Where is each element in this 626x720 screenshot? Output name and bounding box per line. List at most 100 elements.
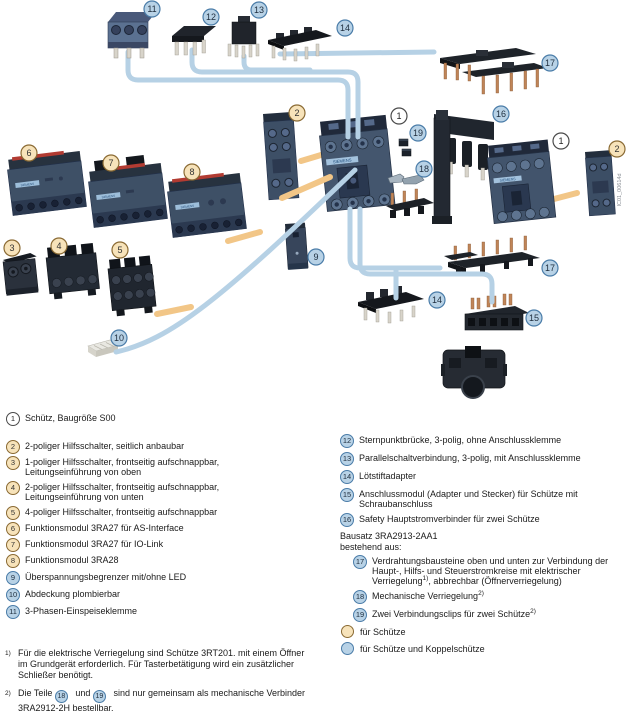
legend-text-7: Funktionsmodul 3RA27 für IO-Link <box>25 539 164 549</box>
svg-text:2: 2 <box>614 144 619 154</box>
legend-text-4: 2-poliger Hilfsschalter, frontseitig auf… <box>25 482 220 502</box>
legend-text-9: Überspannungsbegrenzer mit/ohne LED <box>25 572 187 582</box>
legend-item-12: 12 Sternpunktbrücke, 3-polig, ohne Anschl… <box>340 434 620 448</box>
svg-text:1: 1 <box>558 136 563 146</box>
contactor-right-brand: SIEMENS <box>499 177 516 183</box>
connector-lines-blue <box>125 47 437 123</box>
legend-badge-15: 15 <box>340 488 354 502</box>
legend-badge-12: 12 <box>340 434 354 448</box>
legend-text-10: Abdeckung plombierbar <box>25 589 121 599</box>
legend-text-8: Funktionsmodul 3RA28 <box>25 555 119 565</box>
legend-text-14: Lötstiftadapter <box>359 471 417 481</box>
svg-text:17: 17 <box>545 263 555 273</box>
component-wiring-comb-17-bottom <box>444 235 540 275</box>
watermark-text: IC01_00614d <box>617 173 623 206</box>
footnote-2-pre: Die Teile <box>18 688 53 698</box>
module-8-brand: SIEMENS <box>180 204 194 210</box>
module-7-brand: SIEMENS <box>101 194 115 200</box>
component-feeder-terminal-11 <box>107 12 156 59</box>
kit-item-19-sup: 2) <box>530 608 536 615</box>
line-cover-to-contactor <box>113 167 358 355</box>
kit-item-17-sup: 1) <box>422 575 429 582</box>
component-adapter-15 <box>464 293 529 331</box>
component-parallel-link-13 <box>227 16 260 59</box>
line-from-terminal-11 <box>125 49 351 123</box>
legend-badge-2: 2 <box>6 440 20 454</box>
callout-18: 18 <box>415 160 433 178</box>
callout-4: 4 <box>50 237 68 255</box>
legend-badge-7: 7 <box>6 538 20 552</box>
legend-badge-14: 14 <box>340 470 354 484</box>
callout-7: 7 <box>102 154 120 172</box>
legend-badge-6: 6 <box>6 522 20 536</box>
component-wiring-comb-17-top <box>440 48 548 95</box>
component-wiring-comb-lower <box>386 188 434 218</box>
color-key: für Schütze für Schütze und Koppelschütz… <box>341 625 485 660</box>
callout-16: 16 <box>492 105 510 123</box>
color-key-orange: für Schütze <box>341 625 485 638</box>
callout-14-top: 14 <box>336 19 354 37</box>
svg-text:18: 18 <box>419 164 429 174</box>
connector-lines-blue-overlay <box>113 109 495 355</box>
color-key-orange-label: für Schütze <box>360 627 406 637</box>
callout-8: 8 <box>183 163 201 181</box>
svg-text:11: 11 <box>147 4 156 14</box>
legend-badge-3: 3 <box>6 456 20 470</box>
legend-badge-13: 13 <box>340 452 354 466</box>
callout-17-top: 17 <box>541 54 559 72</box>
callout-14-bottom: 14 <box>428 291 446 309</box>
color-key-blue: für Schütze und Koppelschütze <box>341 642 485 655</box>
svg-text:17: 17 <box>545 58 555 68</box>
orange-bar-module-8 <box>225 229 263 244</box>
kit-item-19-text: Zwei Verbindungsclips für zwei Schütze <box>372 609 531 619</box>
callout-11: 11 <box>143 0 161 18</box>
callout-1-center: 1 <box>390 107 408 125</box>
svg-text:14: 14 <box>340 23 350 33</box>
color-key-blue-swatch <box>341 642 354 655</box>
callout-6: 6 <box>20 144 38 162</box>
legend-item-15: 15 Anschlussmodul (Adapter und Stecker) f… <box>340 488 620 509</box>
callout-12: 12 <box>202 8 220 26</box>
callout-9: 9 <box>307 248 325 266</box>
footnote-2-ref-19: 19 <box>92 690 106 703</box>
svg-text:10: 10 <box>114 333 124 343</box>
footnote-2-marker: 2) <box>5 690 11 697</box>
module-6-brand: SIEMENS <box>20 182 34 188</box>
component-connecting-clips-19 <box>398 138 412 157</box>
svg-text:5: 5 <box>117 245 122 255</box>
component-solder-adapter-14-bottom <box>358 286 424 324</box>
legend-item-10: 10 Abdeckung plombierbar <box>6 588 268 602</box>
legend-badge-16: 16 <box>340 513 354 527</box>
legend-right-column: 12 Sternpunktbrücke, 3-polig, ohne Anschl… <box>340 434 620 625</box>
svg-text:2: 2 <box>294 108 299 118</box>
kit-item-17-suffix: , abbrechbar (Öffnerverriegelung) <box>428 576 562 586</box>
svg-text:9: 9 <box>313 252 318 262</box>
svg-text:7: 7 <box>108 158 113 168</box>
callout-2-right: 2 <box>608 140 626 158</box>
callout-1-right: 1 <box>552 132 570 150</box>
svg-text:15: 15 <box>529 313 539 323</box>
svg-text:14: 14 <box>432 295 442 305</box>
component-plug-15 <box>441 346 507 399</box>
component-aux-switch-3 <box>2 253 39 296</box>
orange-bar-aux-2-left <box>298 152 324 164</box>
legend-text-3: 1-poliger Hilfsschalter, frontseitig auf… <box>25 457 220 477</box>
legend-text-12: Sternpunktbrücke, 3-polig, ohne Anschlus… <box>359 435 562 445</box>
legend-text-15: Anschlussmodul (Adapter und Stecker) für… <box>359 489 578 509</box>
callout-15: 15 <box>525 309 543 327</box>
svg-text:8: 8 <box>189 167 194 177</box>
legend-item-7: 7 Funktionsmodul 3RA27 für IO-Link <box>6 538 268 552</box>
footnotes: 1) Für die elektrische Verriegelung sind… <box>5 648 317 720</box>
legend-badge-10: 10 <box>6 588 20 602</box>
legend-text-13: Parallelschaltverbindung, 3-polig, mit A… <box>359 453 581 463</box>
callout-5: 5 <box>111 241 129 259</box>
